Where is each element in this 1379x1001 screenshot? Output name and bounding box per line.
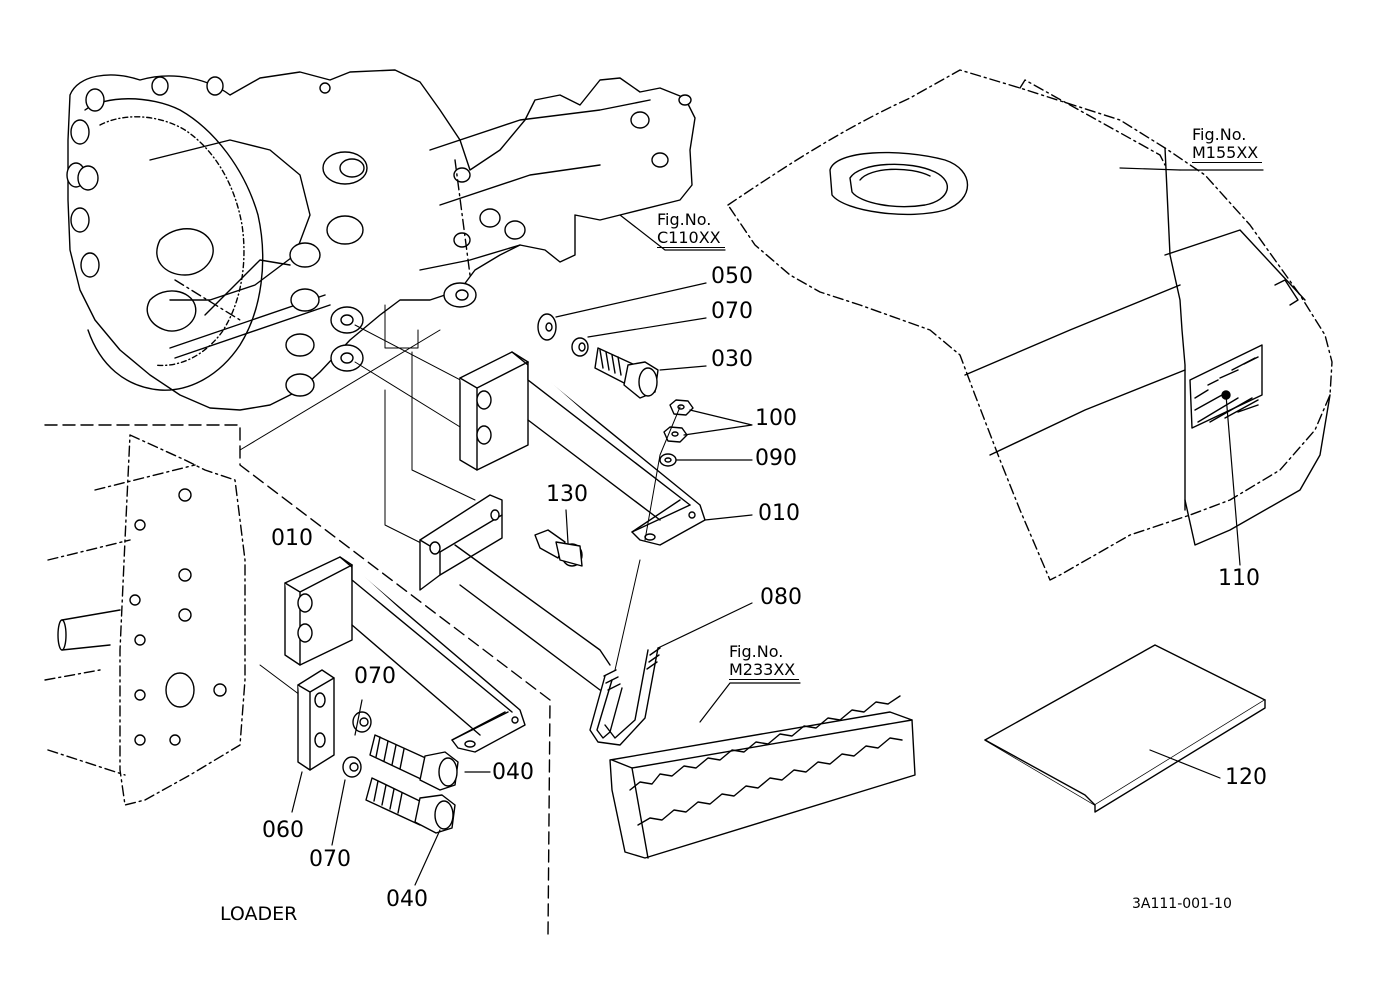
figref-m155-code: M155XX	[1192, 144, 1263, 163]
u-bolt-080	[590, 560, 660, 745]
figref-c110: Fig.No. C110XX	[657, 211, 725, 248]
fastener-030-bolt	[595, 348, 658, 398]
plate-060	[298, 670, 334, 770]
label-110: 110	[1218, 566, 1260, 591]
figref-c110-code: C110XX	[657, 229, 725, 248]
mounting-plate	[420, 495, 610, 690]
label-070-lower-b: 070	[309, 847, 351, 872]
manual-120	[985, 645, 1265, 812]
label-050: 050	[711, 264, 753, 289]
transmission-casting	[67, 70, 695, 410]
bracket-010-upper	[460, 352, 705, 545]
label-090: 090	[755, 446, 797, 471]
label-010-left: 010	[271, 526, 313, 551]
bolts-040-lower	[366, 735, 458, 833]
label-080: 080	[760, 585, 802, 610]
label-130: 130	[546, 482, 588, 507]
lockwashers-070-lower	[343, 712, 371, 777]
label-070-upper: 070	[711, 299, 753, 324]
section-label-loader: LOADER	[220, 903, 298, 925]
drawing-id: 3A111-001-10	[1132, 896, 1232, 912]
label-060: 060	[262, 818, 304, 843]
label-030: 030	[711, 347, 753, 372]
label-070-lower-a: 070	[354, 664, 396, 689]
fastener-090-washer	[660, 454, 676, 466]
leader-lines	[292, 168, 1263, 885]
washer-stack-centerline	[645, 407, 680, 540]
label-040-a: 040	[492, 760, 534, 785]
label-100: 100	[755, 406, 797, 431]
figref-m233-label: Fig.No.	[729, 642, 784, 661]
bracket-010-lower	[260, 557, 525, 752]
loader-frame	[45, 435, 245, 805]
fastener-100-nuts	[664, 400, 693, 442]
figref-m155-label: Fig.No.	[1192, 125, 1247, 144]
loader-section-outline	[45, 425, 550, 935]
label-120: 120	[1225, 765, 1267, 790]
figref-m233-code: M233XX	[729, 661, 800, 680]
label-040-b: 040	[386, 887, 428, 912]
label-010-right: 010	[758, 501, 800, 526]
decal-110	[1190, 345, 1262, 428]
hood-assembly	[728, 70, 1332, 580]
step-plate	[610, 696, 915, 858]
figref-c110-label: Fig.No.	[657, 210, 712, 229]
figref-m155: Fig.No. M155XX	[1192, 125, 1263, 163]
figref-m233: Fig.No. M233XX	[729, 642, 800, 680]
fastener-050-washer	[538, 314, 556, 340]
fastener-130-bolt	[535, 530, 582, 566]
assembly-centerlines	[240, 305, 475, 545]
fastener-070-lockwasher	[572, 338, 588, 356]
